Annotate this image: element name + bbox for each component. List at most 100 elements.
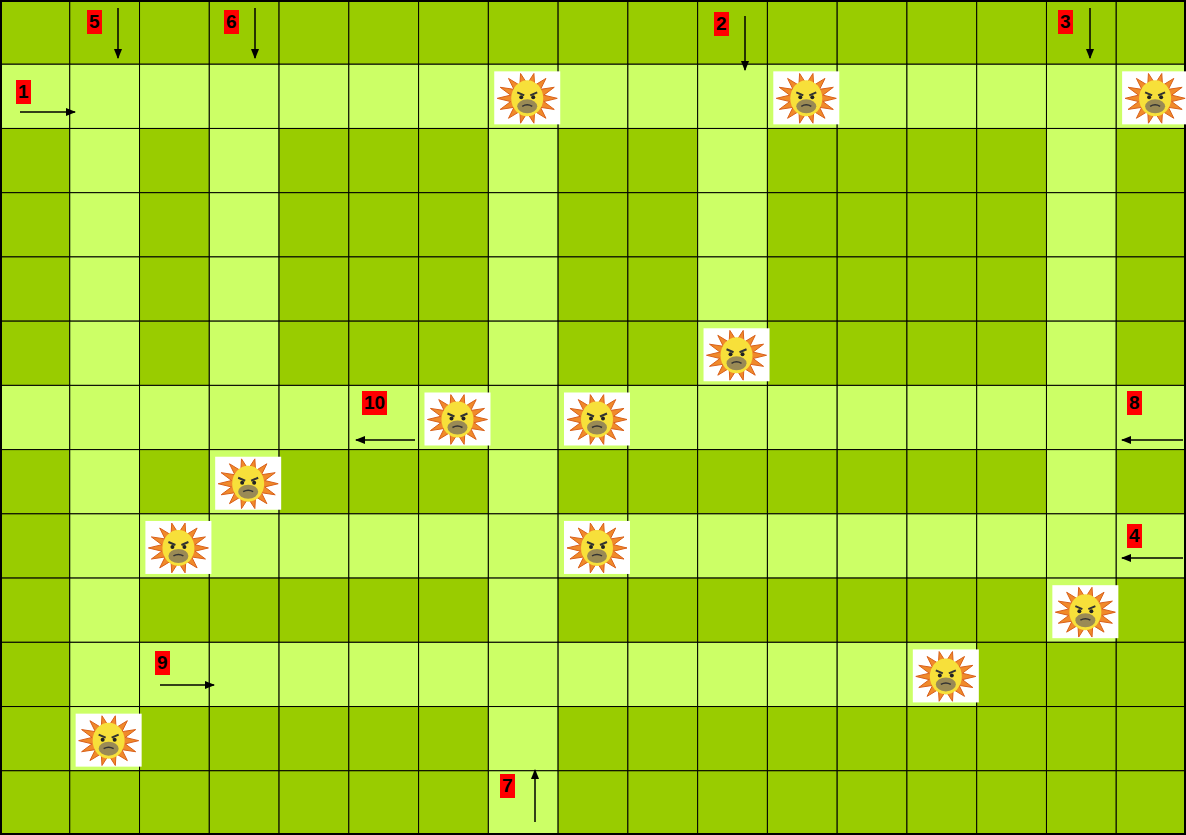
grid-cell (907, 578, 977, 642)
grid-cell (70, 385, 140, 449)
grid-cell (767, 0, 837, 64)
grid-cell (558, 707, 628, 771)
grid-cell (70, 771, 140, 835)
grid-cell (419, 771, 489, 835)
grid-cell (1046, 128, 1116, 192)
grid-cell (279, 321, 349, 385)
grid-cell (977, 257, 1047, 321)
grid-cell (837, 64, 907, 128)
grid-cell (907, 0, 977, 64)
grid-cell (279, 257, 349, 321)
grid-cell (209, 64, 279, 128)
grid-cell (70, 0, 140, 64)
grid-cell (140, 642, 210, 706)
grid-cell (767, 642, 837, 706)
grid-cell (419, 514, 489, 578)
grid-cell (279, 193, 349, 257)
grid-cell (0, 578, 70, 642)
callout-number: 4 (1127, 524, 1142, 548)
grid-cell (1116, 642, 1186, 706)
grid-cell (628, 193, 698, 257)
grid-cell (70, 321, 140, 385)
grid-cell (837, 450, 907, 514)
grid-cell (0, 642, 70, 706)
grid-cell (140, 771, 210, 835)
grid-cell (0, 257, 70, 321)
callout-number: 6 (224, 10, 239, 34)
grid-cell (628, 385, 698, 449)
monster-icon (76, 714, 142, 767)
grid-cell (1046, 257, 1116, 321)
grid-cell (488, 257, 558, 321)
grid-cell (70, 193, 140, 257)
grid-cell (70, 514, 140, 578)
grid-cell (209, 642, 279, 706)
grid-cell (209, 771, 279, 835)
monster-icon (145, 521, 211, 574)
grid-cell (1116, 385, 1186, 449)
grid-cell (767, 128, 837, 192)
direction-arrow (1122, 439, 1183, 441)
grid-cell (1116, 450, 1186, 514)
monster-icon (564, 521, 630, 574)
grid-cell (558, 642, 628, 706)
grid-cell (977, 128, 1047, 192)
grid-cell (209, 385, 279, 449)
grid-cell (767, 450, 837, 514)
grid-cell (1046, 385, 1116, 449)
grid-cell (1116, 128, 1186, 192)
grid-cell (279, 128, 349, 192)
grid-cell (977, 707, 1047, 771)
grid-cell (977, 0, 1047, 64)
grid-cell (488, 771, 558, 835)
grid-cell (349, 707, 419, 771)
direction-arrow (1089, 8, 1091, 58)
grid-cell (558, 578, 628, 642)
grid-cell (279, 578, 349, 642)
grid-cell (140, 0, 210, 64)
grid-cell (767, 707, 837, 771)
grid-cell (70, 128, 140, 192)
grid-cell (628, 514, 698, 578)
grid-cell (1046, 193, 1116, 257)
grid-cell (767, 771, 837, 835)
grid-cell (349, 514, 419, 578)
monster-icon (1052, 585, 1118, 638)
grid-cell (698, 64, 768, 128)
grid-cell (349, 193, 419, 257)
direction-arrow (254, 8, 256, 58)
grid-cell (140, 257, 210, 321)
grid-cell (1046, 321, 1116, 385)
grid-cell (907, 321, 977, 385)
grid-cell (907, 450, 977, 514)
grid-cell (837, 193, 907, 257)
monster-icon (424, 393, 490, 446)
grid-cell (907, 707, 977, 771)
monster-icon (773, 71, 839, 124)
grid-cell (767, 514, 837, 578)
callout-number: 9 (155, 651, 170, 675)
grid-cell (279, 514, 349, 578)
grid-cell (0, 450, 70, 514)
grid-cell (907, 771, 977, 835)
grid-cell (488, 193, 558, 257)
grid-cell (977, 450, 1047, 514)
grid-cell (140, 193, 210, 257)
grid-cell (558, 450, 628, 514)
grid-cell (419, 450, 489, 514)
grid-cell (837, 257, 907, 321)
grid-cell (977, 771, 1047, 835)
grid-cell (977, 385, 1047, 449)
grid-cell (767, 193, 837, 257)
grid-cell (698, 514, 768, 578)
grid-cell (140, 321, 210, 385)
grid-cell (419, 321, 489, 385)
grid-cell (419, 257, 489, 321)
grid-cell (209, 128, 279, 192)
grid-cell (488, 514, 558, 578)
grid-cell (279, 385, 349, 449)
grid-cell (419, 193, 489, 257)
callout-number: 8 (1127, 391, 1142, 415)
